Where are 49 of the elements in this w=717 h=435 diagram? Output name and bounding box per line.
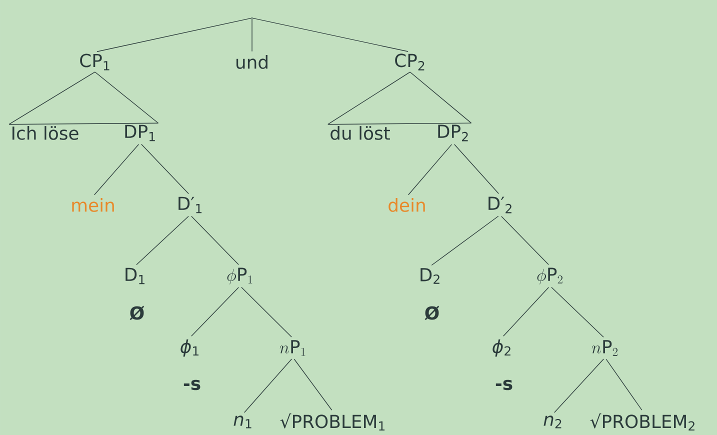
tree-label: $n\mathrm{P}_{2}$ (592, 340, 618, 356)
morpheme-label: -s (184, 380, 200, 390)
word-label: du löst (330, 126, 390, 140)
tree-label: CP$_{1}$ (80, 54, 110, 70)
tree-label: CP$_{2}$ (395, 54, 424, 70)
tree-label: √PROBLEM$_{1}$ (280, 413, 385, 431)
morpheme-label: Ø (424, 306, 440, 320)
morpheme-label: -s (496, 380, 512, 390)
tree-branch (252, 18, 408, 52)
tree-label: n$_{1}$ (234, 416, 252, 428)
tree-branch (454, 144, 500, 194)
tree-branch (554, 358, 604, 413)
tree-label: DP$_{2}$ (438, 124, 468, 142)
tree-branch (241, 286, 292, 338)
tree-branch (94, 72, 159, 124)
tree-branch (408, 144, 452, 196)
tree-branch (191, 286, 239, 337)
tree-label: $\phi\mathrm{P}_{1}$ (227, 268, 252, 284)
tree-branch (606, 358, 642, 410)
determiner-word: dein (388, 198, 425, 212)
word-label: und (236, 55, 268, 69)
word-label: Ich löse (12, 126, 78, 140)
tree-label: DP$_{1}$ (125, 124, 155, 142)
tree-label: ϕ$_{2}$ (492, 339, 510, 357)
tree-branch (94, 144, 140, 196)
tree-branch (328, 72, 410, 125)
tree-label: ϕ$_{1}$ (180, 339, 198, 357)
tree-branch (96, 18, 252, 52)
tree-branch (136, 216, 189, 266)
tree-branch (551, 286, 604, 338)
tree-label: √PROBLEM$_{2}$ (590, 413, 694, 431)
tree-branch (501, 216, 549, 265)
tree-label: D$_{2}$ (420, 268, 440, 284)
tree-label: n$_{2}$ (544, 416, 562, 428)
tree-label: $n\mathrm{P}_{1}$ (280, 340, 306, 356)
tree-branch (141, 144, 189, 194)
tree-branch (294, 358, 332, 410)
tree-label: D$_{1}$ (126, 268, 144, 284)
tree-label: D′$_{2}$ (488, 196, 512, 214)
tree-branch (410, 72, 472, 124)
tree-branch (503, 287, 549, 336)
tree-label: D′$_{1}$ (178, 196, 202, 214)
tree-label: $\phi\mathrm{P}_{2}$ (537, 268, 562, 284)
determiner-word: mein (72, 198, 114, 212)
tree-branch (191, 216, 239, 265)
tree-branch (8, 72, 96, 125)
tree-branch (244, 358, 292, 413)
morpheme-label: Ø (130, 306, 144, 320)
tree-branch (431, 216, 499, 266)
